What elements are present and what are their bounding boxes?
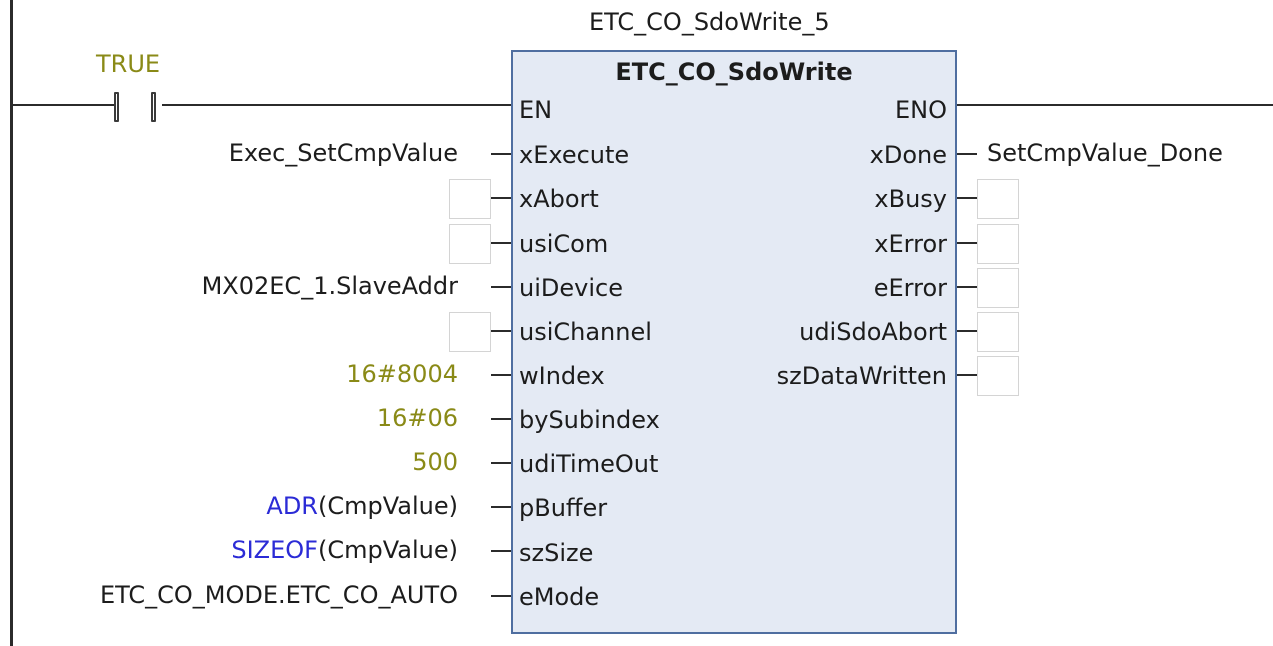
pin-xbusy[interactable]: xBusy	[874, 185, 947, 213]
arg-szdatawritten-empty[interactable]	[977, 356, 1019, 396]
arg-xbusy-empty[interactable]	[977, 179, 1019, 219]
pin-eno[interactable]: ENO	[894, 96, 947, 124]
wire-emode	[491, 595, 511, 597]
arg-xexecute[interactable]: Exec_SetCmpValue	[228, 139, 458, 167]
wire-usicom	[491, 242, 511, 244]
arg-emode[interactable]: ETC_CO_MODE.ETC_CO_AUTO	[99, 581, 458, 609]
pin-uidevice[interactable]: uiDevice	[519, 274, 623, 302]
pin-usicom[interactable]: usiCom	[519, 230, 609, 258]
wire-szdatawritten	[957, 374, 977, 376]
function-block[interactable]: ETC_CO_SdoWrite EN xExecute xAbort usiCo…	[511, 50, 957, 634]
adr-keyword: ADR	[266, 492, 318, 520]
rung-line-left	[12, 104, 114, 106]
arg-xabort-empty[interactable]	[449, 179, 491, 219]
pin-xabort[interactable]: xAbort	[519, 185, 599, 213]
wire-xbusy	[957, 197, 977, 199]
pin-xdone[interactable]: xDone	[869, 141, 947, 169]
pbuffer-operand: (CmpValue)	[317, 492, 458, 520]
arg-usichannel-empty[interactable]	[449, 312, 491, 352]
wire-xexecute	[491, 153, 511, 155]
arg-uditimeout[interactable]: 500	[412, 448, 458, 476]
arg-eerror-empty[interactable]	[977, 268, 1019, 308]
pin-windex[interactable]: wIndex	[519, 362, 605, 390]
pin-szdatawritten[interactable]: szDataWritten	[776, 362, 947, 390]
szsize-operand: (CmpValue)	[317, 536, 458, 564]
pin-szsize[interactable]: szSize	[519, 539, 594, 567]
pin-emode[interactable]: eMode	[519, 583, 600, 611]
wire-usichannel	[491, 330, 511, 332]
pin-udisdoabort[interactable]: udiSdoAbort	[799, 318, 947, 346]
pin-xexecute[interactable]: xExecute	[519, 141, 630, 169]
sizeof-keyword: SIZEOF	[231, 536, 318, 564]
arg-udisdoabort-empty[interactable]	[977, 312, 1019, 352]
pin-pbuffer[interactable]: pBuffer	[519, 494, 608, 522]
contact-label: TRUE	[96, 50, 161, 78]
wire-xabort	[491, 197, 511, 199]
arg-windex[interactable]: 16#8004	[346, 360, 458, 388]
arg-pbuffer[interactable]: ADR(CmpValue)	[266, 492, 458, 520]
wire-windex	[491, 374, 511, 376]
wire-uidevice	[491, 286, 511, 288]
pin-bysubindex[interactable]: bySubindex	[519, 406, 660, 434]
wire-uditimeout	[491, 462, 511, 464]
wire-bysubindex	[491, 418, 511, 420]
wire-xdone	[957, 153, 977, 155]
arg-usicom-empty[interactable]	[449, 224, 491, 264]
arg-uidevice[interactable]: MX02EC_1.SlaveAddr	[201, 272, 458, 300]
pin-eerror[interactable]: eError	[873, 274, 947, 302]
instance-name[interactable]: ETC_CO_SdoWrite_5	[589, 8, 830, 36]
pin-xerror[interactable]: xError	[874, 230, 947, 258]
pin-usichannel[interactable]: usiChannel	[519, 318, 652, 346]
block-type-title: ETC_CO_SdoWrite	[615, 58, 853, 86]
rung-line-right	[957, 104, 1273, 106]
wire-pbuffer	[491, 506, 511, 508]
contact-right-bar	[151, 92, 156, 122]
wire-eerror	[957, 286, 977, 288]
arg-xdone[interactable]: SetCmpValue_Done	[987, 139, 1223, 167]
contact-left-bar	[114, 92, 119, 122]
pin-uditimeout[interactable]: udiTimeOut	[519, 450, 659, 478]
wire-xerror	[957, 242, 977, 244]
wire-szsize	[491, 550, 511, 552]
power-rail	[10, 0, 13, 646]
rung-line-mid	[162, 104, 511, 106]
arg-bysubindex[interactable]: 16#06	[376, 404, 458, 432]
arg-szsize[interactable]: SIZEOF(CmpValue)	[231, 536, 458, 564]
arg-xerror-empty[interactable]	[977, 224, 1019, 264]
wire-udisdoabort	[957, 330, 977, 332]
pin-en[interactable]: EN	[519, 96, 553, 124]
